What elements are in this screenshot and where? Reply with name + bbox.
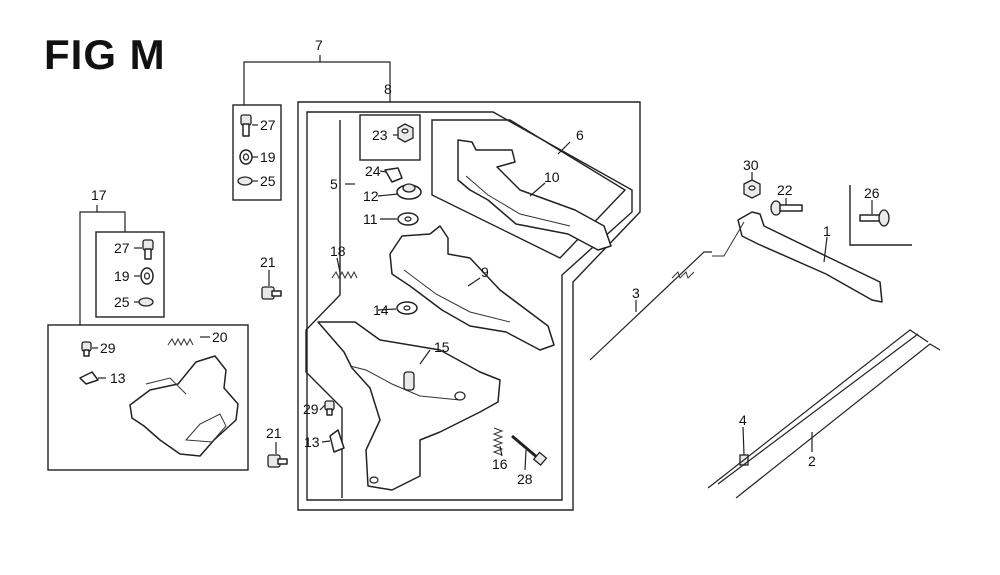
clip-13-left — [79, 371, 99, 385]
callout-16: 16 — [492, 456, 508, 472]
box-part-23 — [359, 114, 421, 161]
callout-25-lower: 25 — [114, 294, 130, 310]
callout-19-lower: 19 — [114, 268, 130, 284]
washer-11 — [397, 212, 419, 226]
callout-3: 3 — [632, 285, 640, 301]
box-carburetor-kit — [47, 324, 249, 471]
control-bracket-15 — [317, 321, 501, 491]
callout-24: 24 — [365, 163, 381, 179]
callout-28: 28 — [517, 471, 533, 487]
callout-17: 17 — [91, 187, 107, 203]
bracket-7 — [243, 61, 391, 75]
callout-7: 7 — [315, 37, 323, 53]
callout-25-upper: 25 — [260, 173, 276, 189]
callout-19-upper: 19 — [260, 149, 276, 165]
box-group-8 — [297, 101, 641, 511]
callout-11: 11 — [363, 211, 378, 227]
washer-19-upper — [239, 149, 253, 165]
screw-27-upper — [240, 114, 252, 137]
clip-24 — [384, 167, 403, 183]
clip-29-left — [81, 341, 92, 357]
callout-29-left: 29 — [100, 340, 116, 356]
callout-6: 6 — [576, 127, 584, 143]
callout-29-mid: 29 — [303, 401, 319, 417]
nut-25-lower — [138, 297, 154, 307]
bolt-21-lower — [267, 454, 288, 468]
governor-arm-9 — [389, 225, 555, 351]
washer-19-lower — [140, 267, 154, 285]
nut-23 — [397, 123, 414, 143]
callout-21-upper: 21 — [260, 254, 276, 270]
governor-arm-10 — [457, 139, 612, 251]
callout-21-lower: 21 — [266, 425, 282, 441]
nut-25-upper — [237, 176, 253, 186]
washer-14 — [396, 301, 418, 315]
cable-2 — [707, 329, 929, 489]
box-group-7 — [232, 104, 282, 201]
spring-16 — [492, 427, 504, 456]
callout-23: 23 — [372, 127, 388, 143]
box-group-17 — [95, 231, 165, 318]
control-lever-1 — [737, 211, 883, 303]
callout-14: 14 — [373, 302, 389, 318]
screw-27-lower — [142, 239, 154, 260]
inner-frame-5 — [305, 120, 343, 498]
callout-12: 12 — [363, 188, 379, 204]
clip-29-mid — [324, 400, 335, 416]
callout-4: 4 — [739, 412, 747, 428]
bracket-17 — [79, 211, 126, 325]
callout-9: 9 — [481, 264, 489, 280]
spring-18 — [331, 270, 358, 280]
callout-13-left: 13 — [110, 370, 126, 386]
figure-title: FIG M — [44, 31, 166, 78]
callout-2: 2 — [808, 453, 816, 469]
callout-15: 15 — [434, 339, 450, 355]
callout-1: 1 — [823, 223, 831, 239]
rod-3 — [589, 251, 712, 361]
bolt-26 — [859, 209, 890, 227]
control-assembly-left — [129, 355, 239, 457]
callout-5: 5 — [330, 176, 338, 192]
bolt-28 — [511, 434, 548, 466]
callout-22: 22 — [777, 182, 793, 198]
callout-10: 10 — [544, 169, 560, 185]
clip-13-mid — [329, 429, 345, 453]
nut-30 — [743, 179, 761, 199]
callout-18: 18 — [330, 243, 346, 259]
callout-30: 30 — [743, 157, 759, 173]
callout-13-mid: 13 — [304, 434, 320, 450]
callout-20: 20 — [212, 329, 228, 345]
bolt-22 — [770, 200, 803, 216]
bushing-12 — [396, 183, 422, 200]
box-part-26 — [849, 185, 912, 246]
bolt-21-upper — [261, 286, 282, 300]
callout-26: 26 — [864, 185, 880, 201]
callout-8: 8 — [384, 81, 392, 97]
callout-27-lower: 27 — [114, 240, 130, 256]
spring-20 — [167, 337, 194, 347]
callout-27-upper: 27 — [260, 117, 276, 133]
